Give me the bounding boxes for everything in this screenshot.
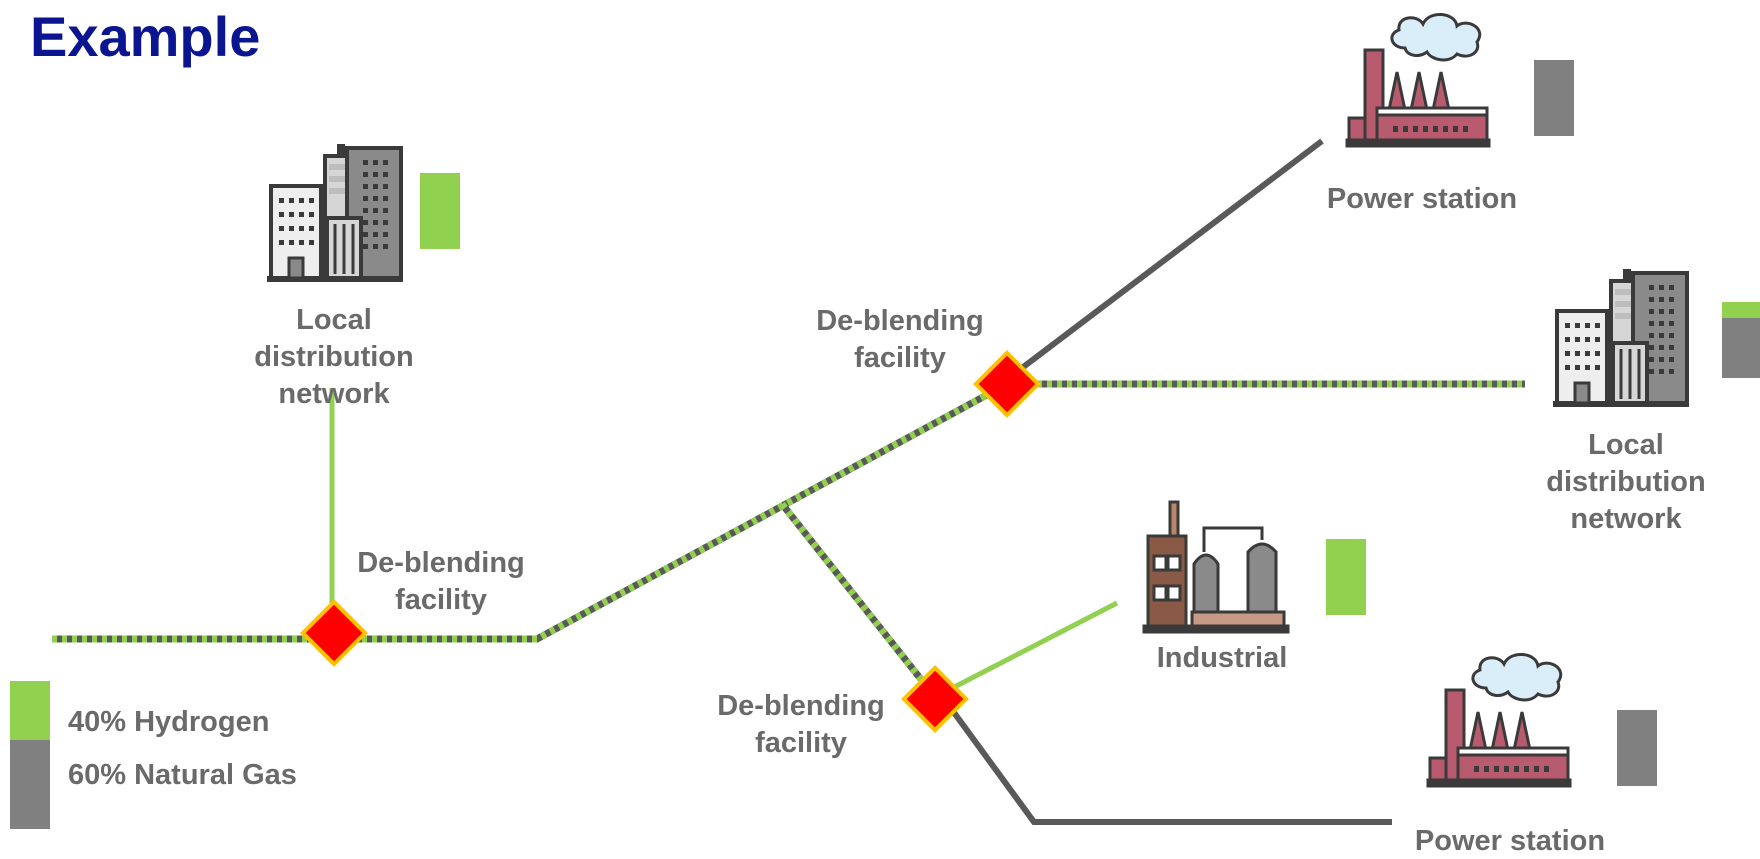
legend-gas-label: 60% Natural Gas: [68, 759, 297, 791]
industrial-plant-icon: [1142, 500, 1290, 634]
gas-pipe-top: [1008, 138, 1324, 380]
gas-bar-right-ldn: [1722, 318, 1760, 378]
deblending-node-bottom: [901, 665, 969, 733]
hydrogen-bar-right-ldn: [1722, 302, 1760, 318]
office-building-icon: [1551, 267, 1691, 409]
gas-bar-bottom-power: [1617, 710, 1657, 786]
industrial-label: Industrial: [1156, 642, 1288, 674]
gas-pipe-bottom: [944, 701, 1392, 825]
power-station-icon: [1426, 652, 1572, 788]
legend-hydrogen-label: 40% Hydrogen: [68, 706, 270, 738]
deblending-node-left: [300, 599, 368, 667]
hydrogen-bar-top-ldn: [420, 173, 460, 249]
legend-hydrogen-swatch: [10, 681, 50, 740]
deblending-node-top: [973, 350, 1041, 418]
blended-pipeline: [52, 380, 1525, 700]
power-station-icon: [1345, 12, 1491, 148]
hydrogen-pipe-industrial: [933, 600, 1119, 700]
page-title: Example: [30, 5, 261, 68]
gas-bar-top-power: [1534, 60, 1574, 136]
power-station-top-label: Power station: [1326, 183, 1518, 215]
legend-gas-swatch: [10, 740, 50, 829]
hydrogen-bar-industrial: [1326, 539, 1366, 615]
office-building-icon: [265, 142, 405, 284]
power-station-bottom-label: Power station: [1414, 825, 1606, 857]
